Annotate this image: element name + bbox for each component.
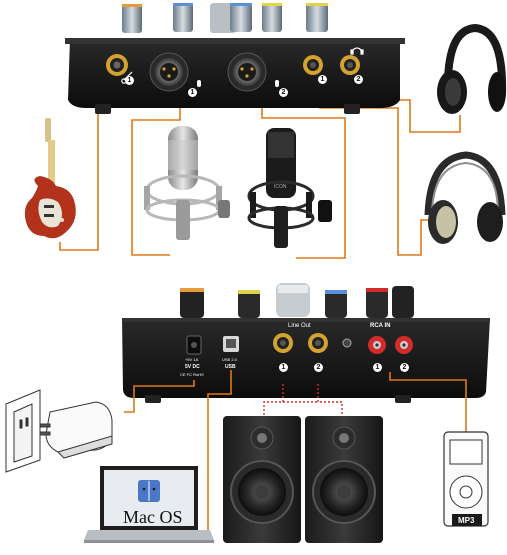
- guitar-port-number: 1: [125, 76, 134, 85]
- ce-marks-label: CE FC RoHS: [180, 372, 204, 377]
- usb-label: USB: [225, 364, 236, 370]
- speaker-right-icon: [305, 416, 383, 543]
- usb-port[interactable]: [223, 336, 239, 352]
- dc-power-port[interactable]: [186, 335, 202, 355]
- power-label: 5V DC: [185, 364, 200, 370]
- power-small-label: +5V 1A: [185, 357, 199, 362]
- usb-small-label: USB 2.0: [222, 357, 237, 362]
- line-out-1-jack[interactable]: [273, 333, 293, 353]
- mic2-port-number: 2: [279, 88, 288, 97]
- interface-body-bottom: [122, 318, 490, 398]
- line-out1-number: 1: [279, 363, 288, 372]
- cables-speakers-dotted: [263, 384, 343, 418]
- speaker-left-icon: [223, 416, 301, 543]
- power-outlet-icon: [5, 389, 113, 473]
- headphones-dark-icon: [437, 23, 507, 114]
- mic-symbol-icon: [197, 80, 279, 87]
- rca-in-label: RCA IN: [370, 323, 391, 329]
- audio-interface-back: [122, 283, 490, 403]
- headphones-symbol-icon: [350, 47, 364, 55]
- phone2-port-number: 2: [354, 75, 363, 84]
- headphone-output-2-jack[interactable]: [340, 55, 360, 75]
- mic-input-2-combo-jack[interactable]: [227, 52, 267, 92]
- rca-in-1-jack[interactable]: [368, 336, 386, 354]
- guitar-input-jack[interactable]: [106, 54, 128, 76]
- headphones-light-icon: [424, 151, 506, 244]
- cable-mic1: [131, 100, 181, 256]
- mic-input-1-combo-jack[interactable]: [149, 52, 189, 92]
- laptop-os-label: Mac OS: [123, 507, 183, 527]
- audio-interface-front: [65, 3, 405, 114]
- rca2-number: 2: [400, 363, 409, 372]
- bottom-knobs: [180, 283, 414, 318]
- black-condenser-microphone-icon: ICON: [247, 128, 332, 248]
- headphone-output-1-jack[interactable]: [303, 55, 323, 75]
- rca-in-2-jack[interactable]: [395, 336, 413, 354]
- cable-power: [124, 380, 195, 413]
- mic-brand-label: ICON: [274, 184, 287, 190]
- line-out-2-jack[interactable]: [308, 333, 328, 353]
- rca1-number: 1: [373, 363, 382, 372]
- top-knobs: [122, 3, 328, 33]
- silver-condenser-microphone-icon: [144, 126, 230, 240]
- line-out2-number: 2: [314, 363, 323, 372]
- line-out-label: Line Out: [288, 323, 311, 329]
- electric-guitar-icon: [24, 118, 76, 239]
- mp3-player-icon: [443, 431, 489, 527]
- phone1-port-number: 1: [318, 75, 327, 84]
- headphone-small-jack[interactable]: [342, 338, 352, 348]
- laptop-icon: [84, 466, 214, 543]
- cable-mic2: [261, 100, 346, 259]
- mp3-label: MP3: [458, 516, 475, 525]
- cable-rca: [389, 372, 467, 432]
- mic1-port-number: 1: [188, 88, 197, 97]
